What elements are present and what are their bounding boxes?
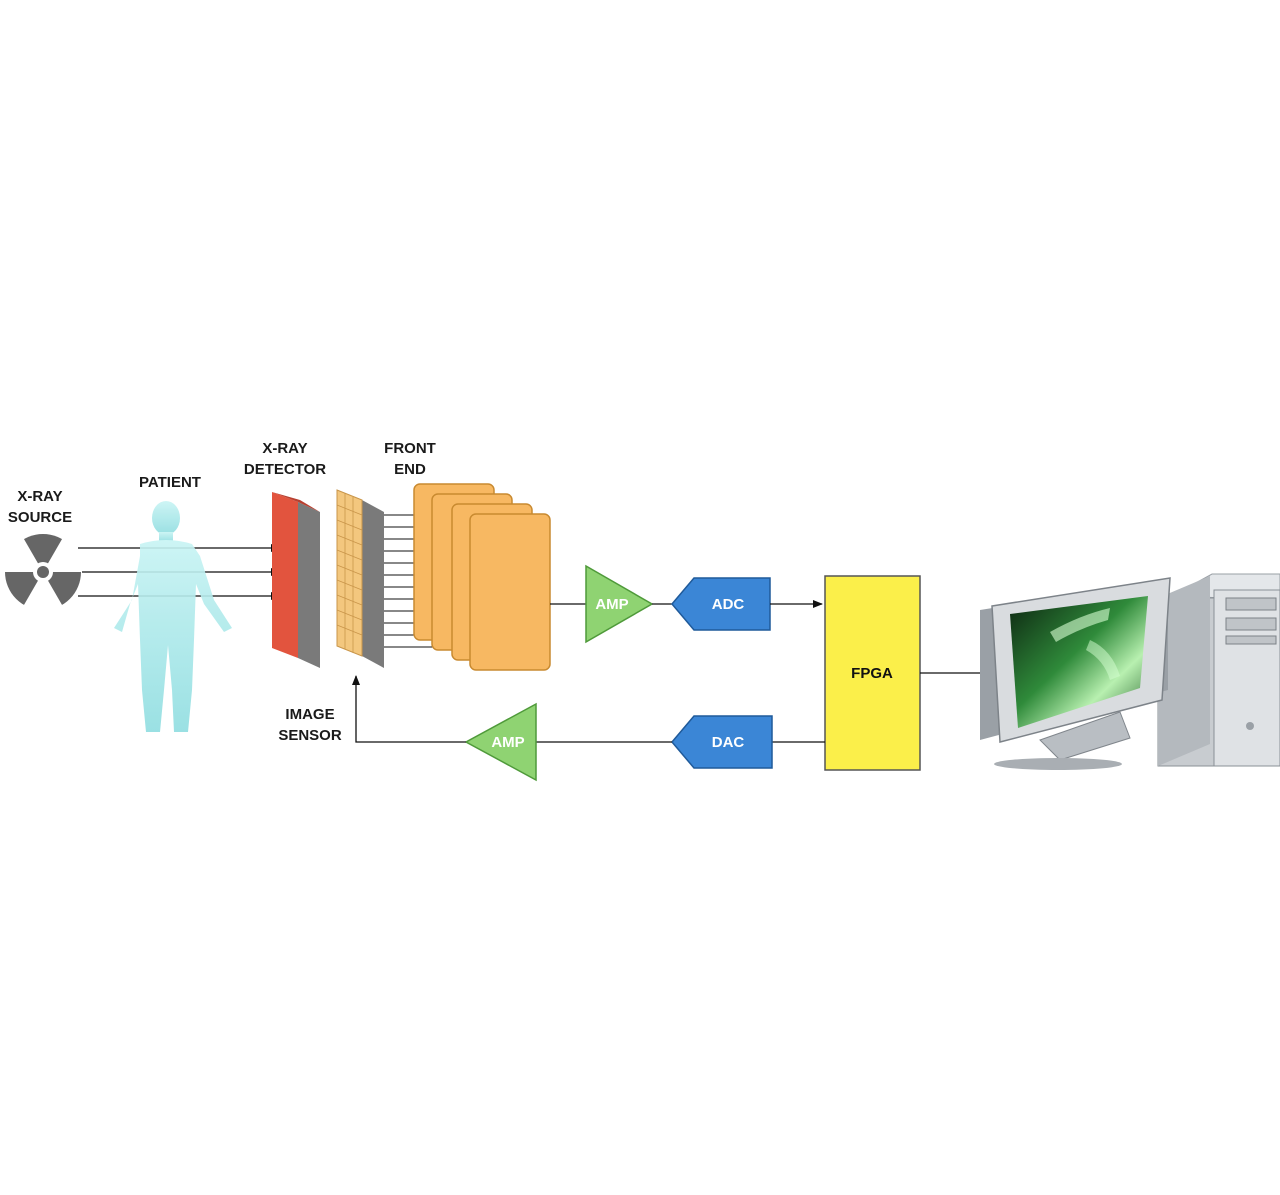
amp-bottom-block: AMP: [464, 702, 537, 782]
xray-detector-panel: [272, 492, 320, 668]
xray-detector-label-line1: X-RAY: [262, 440, 307, 457]
amp-top-block: AMP: [585, 564, 654, 644]
adc-block: ADC: [671, 577, 771, 631]
image-sensor-panel: [336, 489, 384, 668]
radiation-icon: [3, 534, 83, 612]
image-sensor-label-line2: SENSOR: [278, 727, 342, 744]
image-sensor-label-line1: IMAGE: [285, 706, 334, 723]
fpga-label: FPGA: [851, 665, 893, 682]
xray-source-label-line1: X-RAY: [17, 488, 62, 505]
adc-label: ADC: [712, 596, 745, 613]
front-end-cards: [413, 483, 551, 671]
patient-label: PATIENT: [139, 474, 201, 491]
dac-block: DAC: [671, 715, 773, 769]
front-end-label-line2: END: [394, 461, 426, 478]
xray-detector-label-line2: DETECTOR: [244, 461, 326, 478]
computer-tower-icon: [1157, 573, 1280, 767]
fpga-block: FPGA: [824, 575, 921, 771]
monitor-icon: [980, 577, 1171, 770]
amp-top-label: AMP: [595, 596, 628, 613]
human-figure-icon: [114, 501, 232, 732]
feedback-line: [352, 675, 466, 743]
amp-bottom-label: AMP: [491, 734, 524, 751]
dac-label: DAC: [712, 734, 745, 751]
front-end-label-line1: FRONT: [384, 440, 436, 457]
xray-source-label-line2: SOURCE: [8, 509, 72, 526]
